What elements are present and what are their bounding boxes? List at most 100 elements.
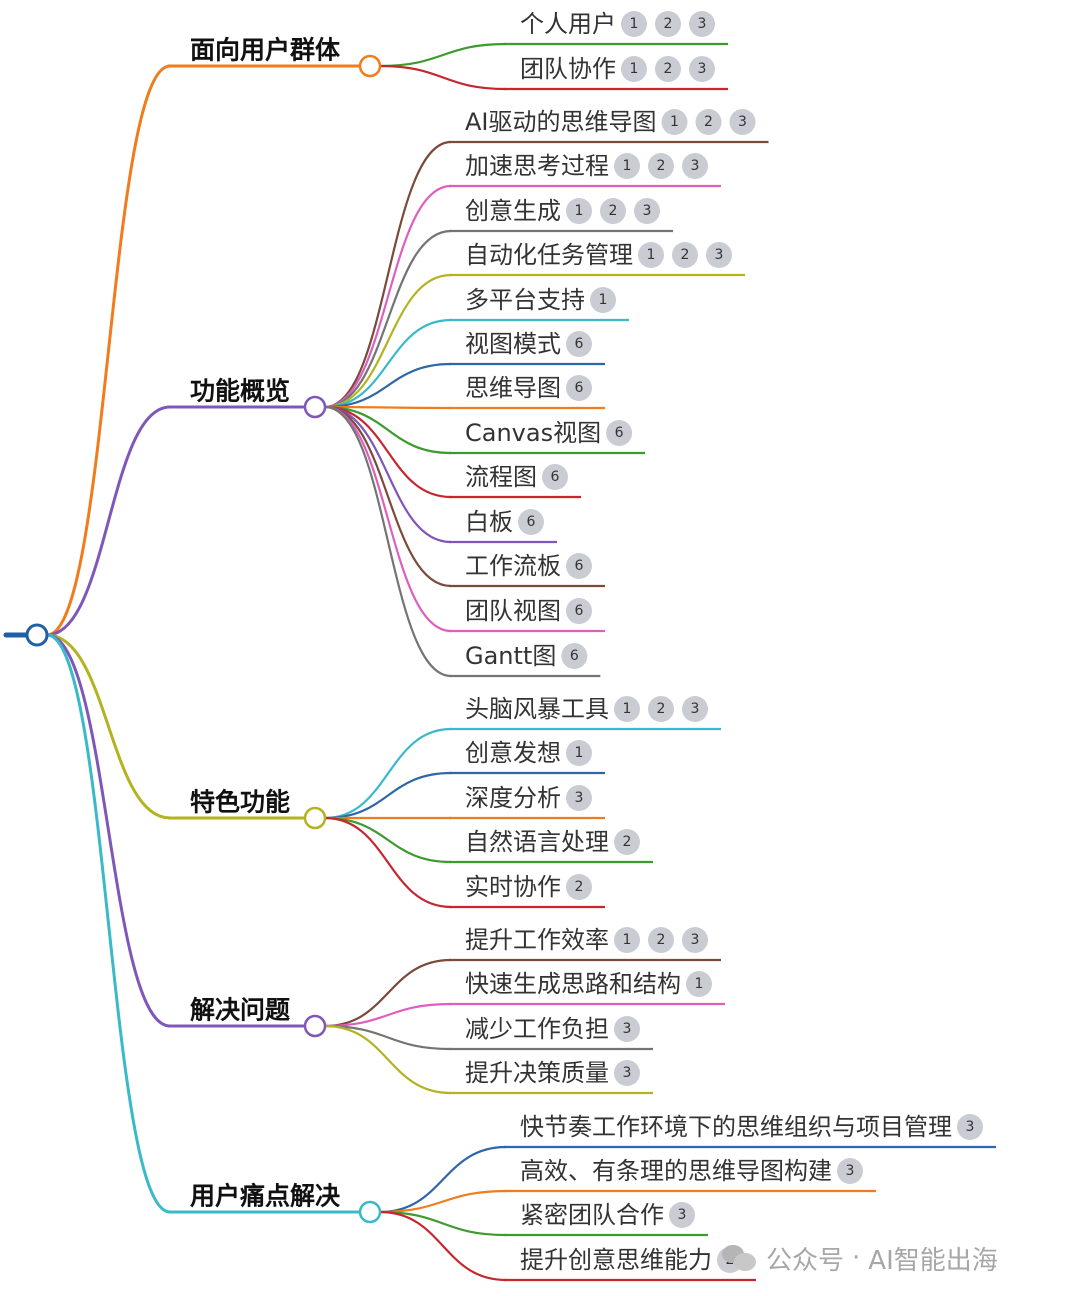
leaf-connector	[379, 1189, 507, 1214]
leaf-connector	[324, 405, 452, 633]
number-badge	[648, 927, 674, 953]
number-badge	[614, 829, 640, 855]
number-badge	[957, 1114, 983, 1140]
number-badge-text: 3	[846, 1163, 855, 1179]
number-badge-text: 2	[657, 932, 666, 948]
watermark-name: AI智能出海	[868, 1245, 998, 1276]
leaf-label[interactable]: 流程图	[465, 463, 537, 491]
watermark: 公众号 · AI智能出海	[722, 1238, 998, 1278]
leaf-label[interactable]: Canvas视图	[465, 419, 601, 447]
branch-label[interactable]: 面向用户群体	[190, 36, 341, 65]
number-badge	[648, 153, 674, 179]
number-badge-text: 6	[575, 380, 584, 396]
leaf-connector	[324, 958, 452, 1028]
number-badge	[661, 109, 688, 135]
number-badge-text: 1	[670, 114, 679, 130]
number-badge-text: 3	[623, 1065, 632, 1081]
leaf-connector	[379, 1145, 507, 1214]
leaf-connector	[324, 405, 452, 678]
number-badge	[706, 242, 732, 268]
leaf-connector	[324, 405, 452, 410]
number-badge	[614, 927, 640, 953]
leaf-label[interactable]: 团队协作	[520, 55, 616, 83]
number-badge-text: 3	[678, 1207, 687, 1223]
number-badge-text: 1	[647, 247, 656, 263]
leaf-connector	[324, 405, 452, 499]
number-badge-text: 1	[630, 16, 639, 32]
leaf-connector	[324, 1002, 452, 1028]
leaf-connector	[324, 184, 452, 409]
leaf-label[interactable]: 头脑风暴工具	[465, 695, 609, 723]
leaf-label[interactable]: 工作流板	[465, 552, 561, 580]
number-badge	[614, 1016, 640, 1042]
leaf-label[interactable]: 视图模式	[465, 330, 561, 358]
number-badge	[672, 242, 698, 268]
number-badge-text: 1	[623, 932, 632, 948]
wechat-icon	[722, 1243, 758, 1273]
leaf-label[interactable]: 紧密团队合作	[520, 1201, 664, 1229]
number-badge-text: 2	[609, 203, 618, 219]
leaf-label[interactable]: 提升创意思维能力	[520, 1246, 712, 1274]
leaf-label[interactable]: 提升工作效率	[465, 926, 609, 954]
leaf-label[interactable]: 减少工作负担	[465, 1015, 609, 1043]
number-badge	[682, 696, 708, 722]
leaf-label[interactable]: 自然语言处理	[465, 828, 609, 856]
leaf-label[interactable]: 思维导图	[465, 374, 561, 402]
number-badge-text: 6	[575, 603, 584, 619]
leaf-label[interactable]: 加速思考过程	[465, 152, 609, 180]
number-badge	[566, 375, 592, 401]
number-badge-text: 3	[966, 1119, 975, 1135]
leaf-connector	[379, 42, 507, 68]
number-badge	[542, 464, 568, 490]
leaf-connector	[379, 1210, 507, 1237]
leaf-label[interactable]: 个人用户	[520, 10, 616, 38]
leaf-label[interactable]: 多平台支持	[465, 286, 585, 314]
leaf-connector	[324, 405, 452, 588]
number-badge-text: 1	[623, 158, 632, 174]
leaf-connector	[324, 318, 452, 409]
number-badge	[638, 242, 664, 268]
branch-node[interactable]	[358, 54, 382, 78]
leaf-label[interactable]: 提升决策质量	[465, 1059, 609, 1087]
branch-label[interactable]: 用户痛点解决	[190, 1182, 340, 1211]
branch-label[interactable]: 特色功能	[190, 788, 290, 817]
leaf-connector	[379, 1210, 507, 1282]
number-badge-text: 2	[664, 61, 673, 77]
number-badge-text: 1	[623, 701, 632, 717]
leaf-label[interactable]: 快节奏工作环境下的思维组织与项目管理	[520, 1113, 952, 1141]
leaf-connector	[324, 405, 452, 455]
number-badge-text: 1	[695, 976, 704, 992]
branch-node[interactable]	[303, 806, 327, 830]
leaf-label[interactable]: 团队视图	[465, 597, 561, 625]
leaf-label[interactable]: 创意发想	[465, 739, 561, 767]
number-badge-text: 1	[575, 203, 584, 219]
number-badge	[695, 109, 722, 135]
number-badge-text: 3	[575, 790, 584, 806]
branch-label[interactable]: 解决问题	[190, 996, 290, 1025]
leaf-label[interactable]: 实时协作	[465, 873, 561, 901]
leaf-label[interactable]: Gantt图	[465, 642, 556, 670]
number-badge	[682, 153, 708, 179]
branch-label[interactable]: 功能概览	[190, 377, 290, 406]
watermark-prefix: 公众号	[766, 1245, 845, 1276]
leaf-label[interactable]: 深度分析	[465, 784, 561, 812]
number-badge	[566, 598, 592, 624]
leaf-label[interactable]: 快速生成思路和结构	[465, 970, 681, 998]
branch-node[interactable]	[303, 1014, 327, 1038]
number-badge-text: 3	[643, 203, 652, 219]
leaf-connector	[324, 140, 452, 409]
branch-node[interactable]	[303, 395, 327, 419]
number-badge	[689, 11, 715, 37]
leaf-label[interactable]: 白板	[465, 508, 513, 536]
leaf-label[interactable]: 创意生成	[465, 197, 561, 225]
leaf-connector	[324, 362, 452, 409]
branch-node[interactable]	[358, 1200, 382, 1224]
root-node[interactable]	[25, 623, 49, 647]
leaf-label[interactable]: 自动化任务管理	[465, 241, 633, 269]
branch-connector	[46, 405, 171, 637]
leaf-label[interactable]: AI驱动的思维导图	[465, 108, 657, 136]
leaf-label[interactable]: 高效、有条理的思维导图构建	[520, 1157, 832, 1185]
number-badge	[655, 56, 681, 82]
branch-connector	[46, 64, 171, 637]
